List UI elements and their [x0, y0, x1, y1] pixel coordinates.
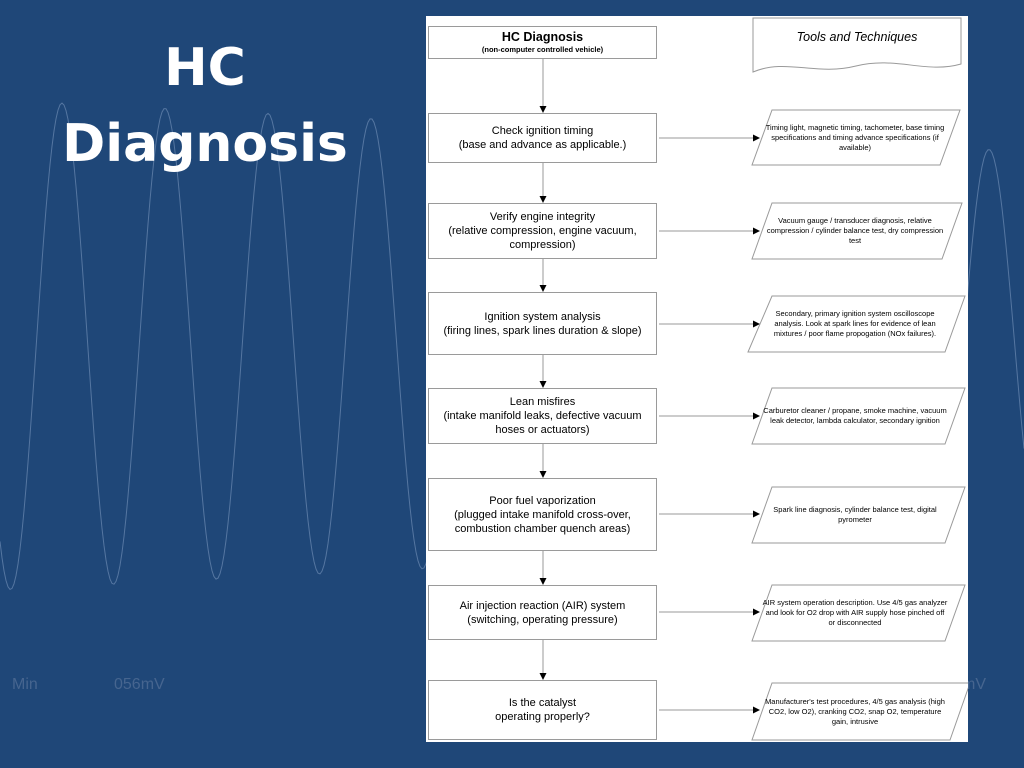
step-line: Lean misfires [509, 396, 576, 408]
background-voltage-label: 056mV [114, 676, 165, 693]
tool-text: Manufacturer's test procedures, 4/5 gas … [765, 697, 945, 726]
flowchart-header-title: HC Diagnosis [501, 30, 584, 44]
tool-text: Timing light, magnetic timing, tachomete… [765, 123, 945, 152]
tool-parallelogram [751, 486, 966, 544]
tool-parallelogram [751, 202, 963, 260]
tool-text: Secondary, primary ignition system oscil… [773, 309, 937, 338]
step-box-fuel-vaporization: Poor fuel vaporization (plugged intake m… [428, 478, 657, 551]
step-line: (switching, operating pressure) [467, 613, 618, 626]
step-line: compression) [509, 239, 576, 251]
tool-parallelogram [751, 387, 966, 445]
tool-text: Vacuum gauge / transducer diagnosis, rel… [766, 216, 944, 245]
step-line: (intake manifold leaks, defective vacuum [443, 410, 642, 422]
flowchart-header-subtitle: (non-computer controlled vehicle) [481, 45, 604, 54]
step-line: (firing lines, spark lines duration & sl… [443, 324, 642, 337]
step-line: operating properly? [495, 711, 590, 723]
step-line: (relative compression, engine vacuum, [448, 225, 637, 237]
step-line: Air injection reaction (AIR) system [459, 599, 626, 612]
step-line: Check ignition timing [491, 125, 594, 137]
flowchart-panel: Tools and Techniques HC Diagnosis (non-c… [426, 16, 968, 742]
flowchart-header-box: HC Diagnosis (non-computer controlled ve… [428, 26, 657, 59]
step-line: hoses or actuators) [495, 424, 590, 436]
tools-heading-shape [752, 17, 962, 73]
step-line: Poor fuel vaporization [489, 494, 596, 507]
step-box-engine-integrity: Verify engine integrity (relative compre… [428, 203, 657, 259]
step-box-ignition-timing: Check ignition timing (base and advance … [428, 113, 657, 163]
background-min-label: Min [12, 676, 38, 693]
tool-parallelogram [751, 109, 961, 166]
step-box-catalyst: Is the catalyst operating properly? [428, 680, 657, 740]
step-line: combustion chamber quench areas) [454, 522, 631, 535]
tool-parallelogram [751, 682, 968, 741]
slide-title-line: Diagnosis [62, 114, 348, 174]
step-line: Ignition system analysis [484, 310, 601, 323]
step-box-air-injection: Air injection reaction (AIR) system (swi… [428, 585, 657, 640]
step-box-ignition-analysis: Ignition system analysis (firing lines, … [428, 292, 657, 355]
flowchart-connectors [539, 17, 968, 741]
tool-parallelogram [747, 295, 966, 353]
step-line: (plugged intake manifold cross-over, [454, 508, 631, 521]
tool-parallelogram [751, 584, 966, 642]
step-line: (base and advance as applicable.) [458, 139, 627, 151]
tool-text: Spark line diagnosis, cylinder balance t… [773, 505, 937, 524]
background-unit-label: mV [962, 676, 986, 693]
slide-title-line: HC [164, 38, 246, 98]
step-box-lean-misfires: Lean misfires (intake manifold leaks, de… [428, 388, 657, 444]
slide-title: HC Diagnosis [60, 30, 350, 182]
step-line: Verify engine integrity [489, 211, 596, 223]
tool-text: Carburetor cleaner / propane, smoke mach… [763, 406, 947, 425]
step-line: Is the catalyst [508, 697, 577, 709]
tool-text: AIR system operation description. Use 4/… [762, 598, 948, 627]
tools-heading: Tools and Techniques [796, 30, 918, 44]
